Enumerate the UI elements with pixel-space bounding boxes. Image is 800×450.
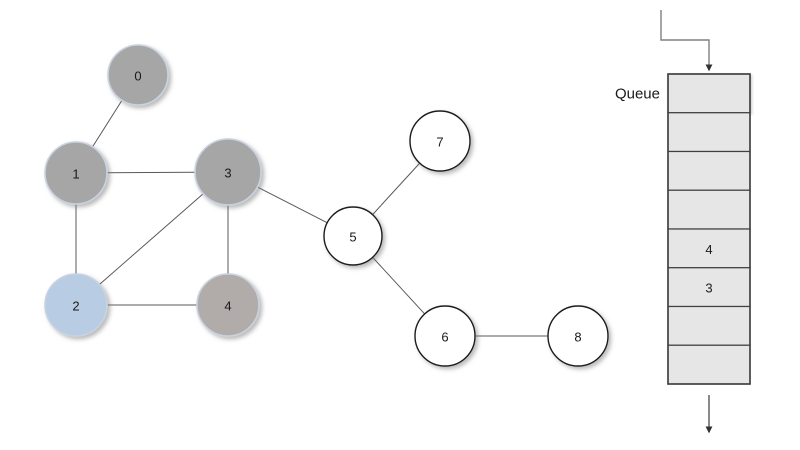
graph-node-circle-4[interactable] <box>196 273 260 337</box>
graph-node-3[interactable]: 3 <box>194 138 262 206</box>
queue-cell-rect-1[interactable] <box>667 112 751 153</box>
graph-node-circle-7[interactable] <box>409 110 471 172</box>
graph-node-circle-3[interactable] <box>194 138 262 206</box>
queue-outer-border <box>667 73 751 385</box>
queue-cell-0[interactable] <box>667 73 751 114</box>
graph-node-7[interactable]: 7 <box>409 110 471 172</box>
graph-node-circle-1[interactable] <box>44 141 108 205</box>
queue-cell-rect-0[interactable] <box>667 73 751 114</box>
graph-edge-5-7 <box>371 162 421 216</box>
queue-cell-4[interactable]: 4 <box>667 228 751 269</box>
queue-cell-rect-2[interactable] <box>667 150 751 191</box>
queue-title: Queue <box>615 86 660 103</box>
queue-cell-rect-4[interactable] <box>667 228 751 269</box>
graph-node-circle-5[interactable] <box>323 206 383 266</box>
graph-node-2[interactable]: 2 <box>44 273 108 337</box>
graph-node-circle-2[interactable] <box>44 273 108 337</box>
queue-cell-2[interactable] <box>667 150 751 191</box>
queue-cell-rect-7[interactable] <box>667 344 751 385</box>
enqueue-arrow <box>660 10 713 72</box>
graph-node-circle-0[interactable] <box>107 44 169 106</box>
graph-nodes-layer: 0 1 2 3 4 56 7 8 <box>44 44 609 367</box>
graph-node-8[interactable]: 8 <box>547 305 609 367</box>
graph-node-circle-6[interactable] <box>414 305 476 367</box>
queue-cell-rect-3[interactable] <box>667 189 751 230</box>
queue-cell-6[interactable] <box>667 305 751 346</box>
graph-edges-layer <box>75 99 549 337</box>
queue-layer: Queue 43 <box>615 10 751 434</box>
queue-cell-3[interactable] <box>667 189 751 230</box>
queue-cell-5[interactable]: 3 <box>667 267 751 308</box>
graph-node-0[interactable]: 0 <box>107 44 169 106</box>
graph-node-1[interactable]: 1 <box>44 141 108 205</box>
graph-edge-1-3 <box>105 171 197 174</box>
queue-cell-rect-5[interactable] <box>667 267 751 308</box>
graph-edge-0-1 <box>91 99 123 148</box>
queue-cell-7[interactable] <box>667 344 751 385</box>
graph-node-circle-8[interactable] <box>547 305 609 367</box>
graph-node-5[interactable]: 5 <box>323 206 383 266</box>
queue-cell-1[interactable] <box>667 112 751 153</box>
graph-edge-5-6 <box>371 256 426 315</box>
graph-edge-2-3 <box>98 192 205 286</box>
queue-cell-rect-6[interactable] <box>667 305 751 346</box>
graph-node-4[interactable]: 4 <box>196 273 260 337</box>
graph-edge-3-5 <box>256 186 329 224</box>
graph-node-6[interactable]: 6 <box>414 305 476 367</box>
